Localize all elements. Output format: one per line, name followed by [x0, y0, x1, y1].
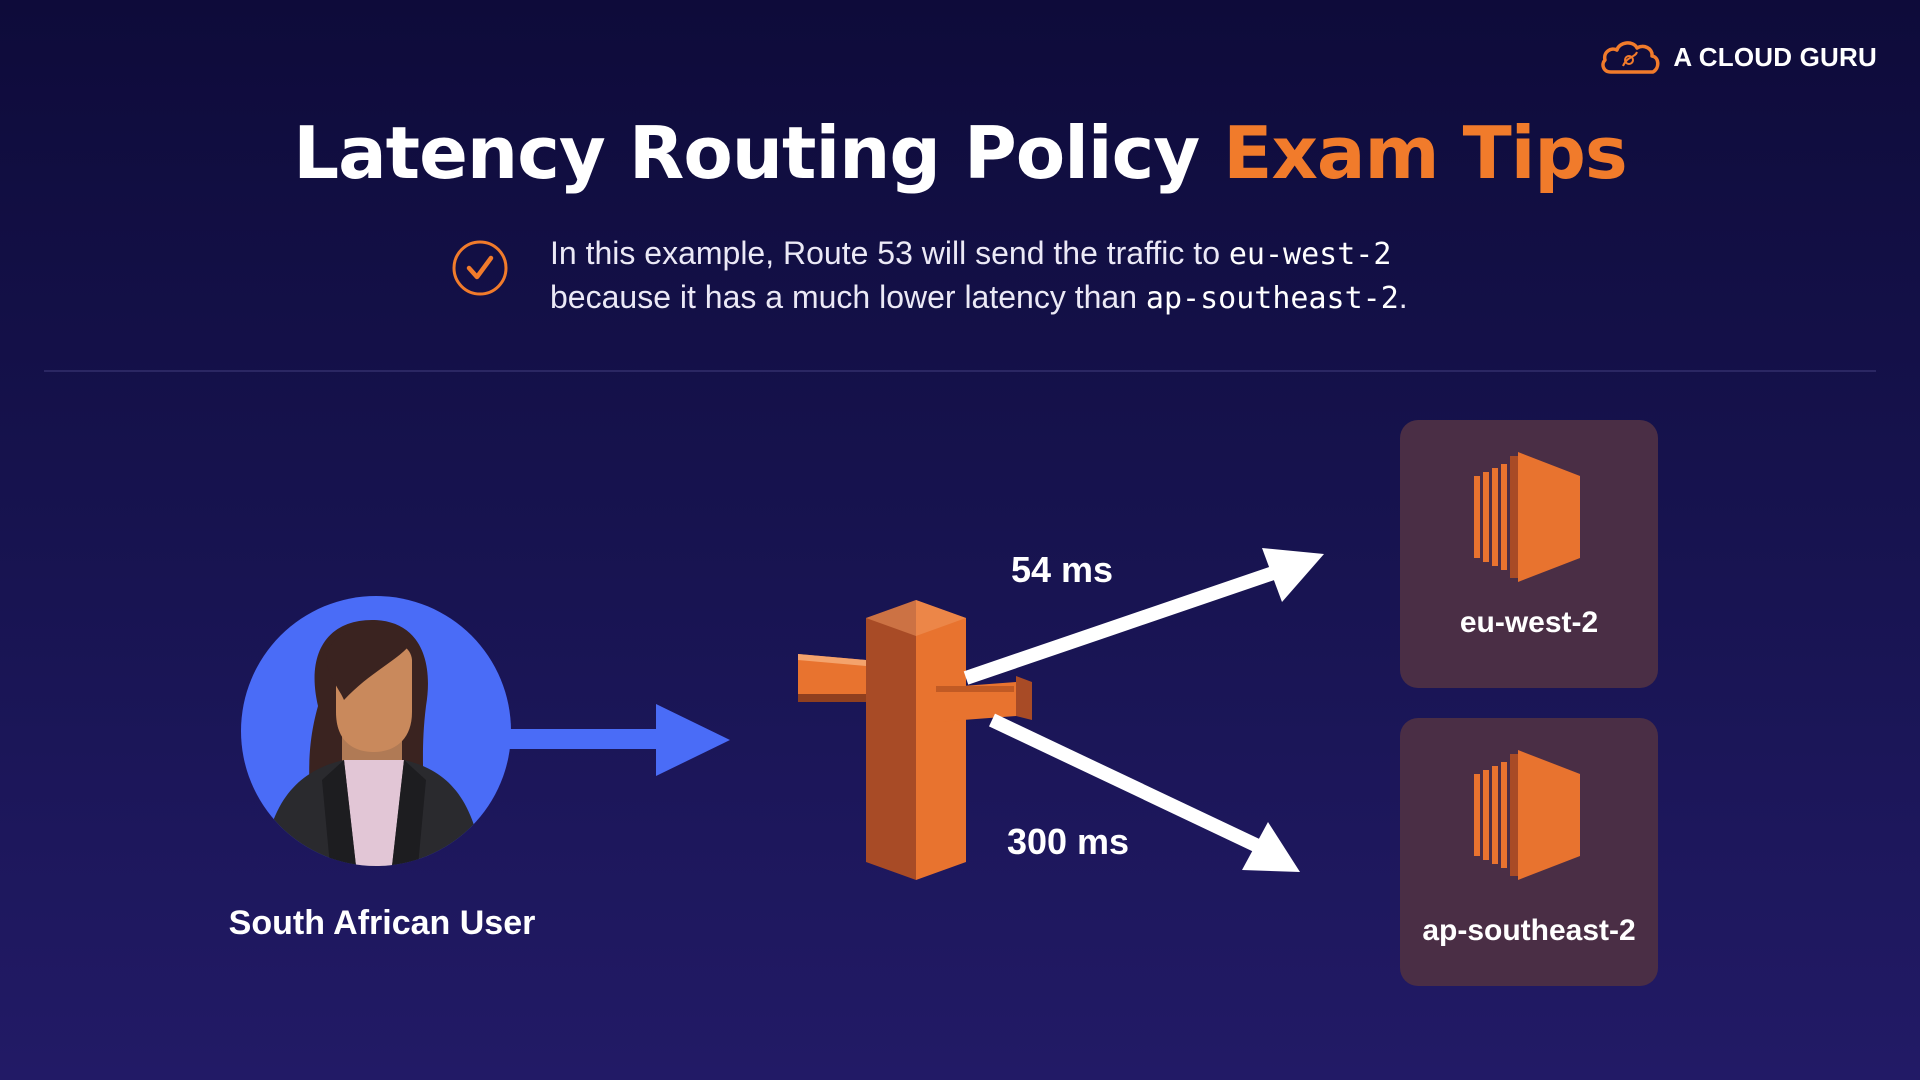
divider: [44, 370, 1876, 372]
route-arrow-slow: [989, 713, 1300, 872]
tip-line-2-suffix: .: [1398, 279, 1408, 315]
user-to-route53-arrow: [508, 704, 730, 776]
region-label-eu-west-2: eu-west-2: [1459, 606, 1599, 639]
tip-line-2-text: because it has a much lower latency than: [550, 279, 1146, 315]
route-arrow-fast: [963, 548, 1324, 685]
user-label: South African User: [229, 904, 536, 942]
ec2-instance-icon: [1474, 750, 1580, 880]
check-circle-icon: [452, 240, 508, 296]
tip-line-1-text: In this example, Route 53 will send the …: [550, 235, 1229, 271]
tip-code-ap-southeast-2: ap-southeast-2: [1145, 281, 1399, 316]
tip-line-1: In this example, Route 53 will send the …: [550, 232, 1408, 276]
page-title: Latency Routing Policy Exam Tips: [0, 108, 1920, 198]
tip-code-eu-west-2: eu-west-2: [1228, 237, 1392, 272]
route53-icon: [798, 600, 1032, 880]
exam-tip: In this example, Route 53 will send the …: [452, 232, 1408, 320]
brand-name: A CLOUD GURU: [1673, 41, 1877, 72]
region-label-ap-southeast-2: ap-southeast-2: [1422, 914, 1636, 947]
region-card-eu-west-2: eu-west-2: [1400, 420, 1658, 688]
latency-label-fast: 54 ms: [1011, 549, 1113, 590]
tip-text: In this example, Route 53 will send the …: [550, 232, 1408, 320]
title-accent: Exam Tips: [1223, 111, 1627, 195]
region-card-ap-southeast-2: ap-southeast-2: [1400, 718, 1658, 986]
title-main: Latency Routing Policy: [293, 111, 1200, 195]
latency-label-slow: 300 ms: [1007, 821, 1129, 862]
cloud-icon: [1601, 41, 1660, 74]
tip-line-2: because it has a much lower latency than…: [550, 276, 1408, 320]
ec2-instance-icon: [1474, 452, 1580, 582]
user-avatar: [241, 596, 511, 866]
brand-logo: A CLOUD GURU: [1599, 38, 1877, 76]
